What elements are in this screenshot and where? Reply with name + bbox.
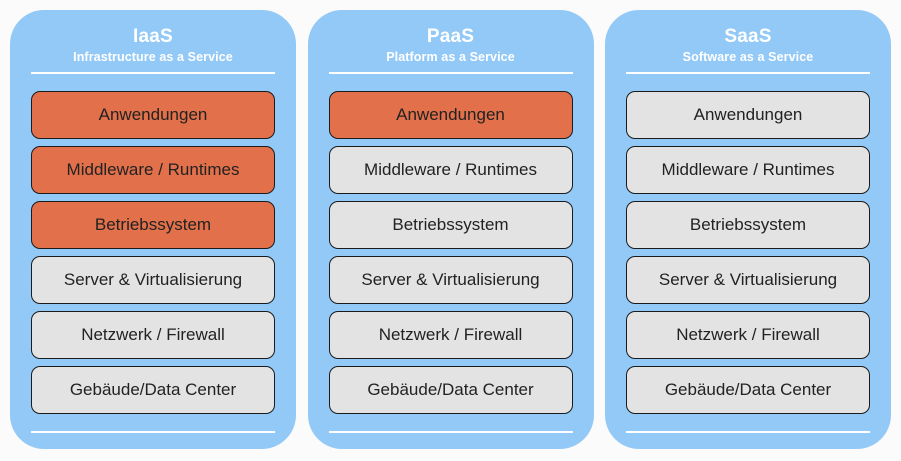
panel-footer-spacer <box>329 433 573 449</box>
layer-box: Netzwerk / Firewall <box>328 310 573 359</box>
panel-header-divider-paas <box>328 72 573 74</box>
panel-header-iaas: IaaS Infrastructure as a Service <box>31 10 275 65</box>
layer-box: Betriebssystem <box>626 200 870 249</box>
layer-box: Anwendungen <box>31 90 275 139</box>
layer-box: Server & Virtualisierung <box>626 255 870 304</box>
layer-box: Middleware / Runtimes <box>328 145 573 194</box>
panel-footer-spacer <box>31 433 275 449</box>
layer-box: Anwendungen <box>626 90 870 139</box>
layer-box: Betriebssystem <box>31 200 275 249</box>
layer-box: Anwendungen <box>328 90 573 139</box>
layer-box: Server & Virtualisierung <box>31 255 275 304</box>
panel-footer-divider-iaas <box>31 431 275 433</box>
panel-subtitle-iaas: Infrastructure as a Service <box>73 50 233 64</box>
layer-box: Gebäude/Data Center <box>31 365 275 414</box>
panel-title-paas: PaaS <box>426 26 475 47</box>
layer-box: Netzwerk / Firewall <box>626 310 870 359</box>
layer-box: Gebäude/Data Center <box>328 365 573 414</box>
panel-header-divider-saas <box>626 72 870 74</box>
panel-header-divider-iaas <box>31 72 275 74</box>
panel-footer-divider-paas <box>328 431 573 433</box>
panel-footer-divider-saas <box>626 431 870 433</box>
layer-box: Netzwerk / Firewall <box>31 310 275 359</box>
panel-subtitle-paas: Platform as a Service <box>386 50 515 64</box>
layer-box: Gebäude/Data Center <box>626 365 870 414</box>
layer-box: Server & Virtualisierung <box>328 255 573 304</box>
panel-header-saas: SaaS Software as a Service <box>626 10 870 65</box>
layer-box: Betriebssystem <box>328 200 573 249</box>
panel-title-saas: SaaS <box>724 26 772 47</box>
layer-box: Middleware / Runtimes <box>31 145 275 194</box>
panel-subtitle-saas: Software as a Service <box>682 50 814 64</box>
panel-header-paas: PaaS Platform as a Service <box>329 10 573 65</box>
panel-title-iaas: IaaS <box>133 26 173 47</box>
layer-box: Middleware / Runtimes <box>626 145 870 194</box>
panel-footer-spacer <box>626 433 870 449</box>
